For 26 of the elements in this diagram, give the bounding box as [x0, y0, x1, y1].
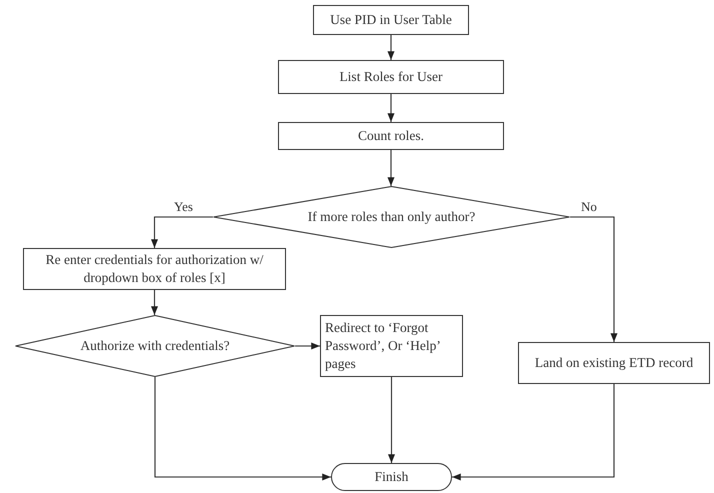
process-box: [278, 122, 504, 150]
terminal-box: [331, 463, 452, 491]
node-text: Re enter credentials for authorization w/ dropdown box of roles [x]: [44, 250, 264, 287]
arrow: [570, 216, 618, 342]
node-text: Redirect to ‘Forgot Password’, Or ‘Help’ pages: [324, 318, 441, 374]
arrow: [154, 377, 331, 481]
arrow: [295, 342, 320, 350]
node-text: List Roles for User: [338, 68, 444, 86]
node-text: Use PID in User Table: [329, 10, 453, 29]
arrow: [388, 377, 396, 463]
process-box: [313, 5, 469, 35]
node-text: If more roles than only author?: [306, 208, 476, 226]
node-text: Count roles.: [357, 126, 425, 145]
node-text: Land on existing ETD record: [534, 354, 694, 372]
process-box: [518, 342, 710, 384]
process-box: [23, 248, 286, 290]
process-box: [320, 315, 463, 377]
arrow: [150, 290, 158, 315]
node-text: Finish: [374, 468, 410, 486]
arrow: [387, 150, 395, 186]
arrow: [150, 216, 213, 248]
arrow: [387, 94, 395, 122]
arrow: [452, 384, 615, 481]
node-text: Authorize with credentials?: [79, 336, 231, 355]
arrow: [387, 35, 395, 60]
process-box: [278, 60, 504, 94]
